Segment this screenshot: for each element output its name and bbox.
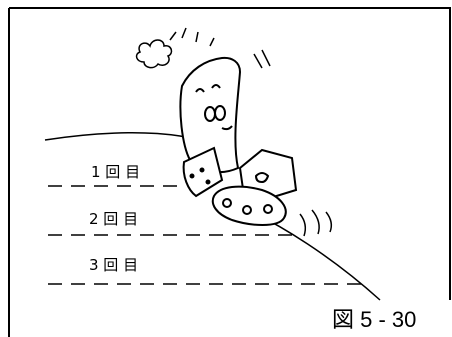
smoke-puff (135, 39, 173, 69)
pass-label-1: 1 回 目 (91, 163, 141, 181)
motion-marks-right (253, 49, 271, 69)
bulldozer-illustration (179, 56, 298, 226)
figure-caption: 図 5 - 30 (332, 307, 417, 332)
pass-label-3: 3 回 目 (89, 256, 139, 274)
motion-marks-top (169, 27, 215, 47)
pass-label-2: 2 回 目 (89, 210, 139, 228)
vibration-marks (299, 209, 333, 237)
